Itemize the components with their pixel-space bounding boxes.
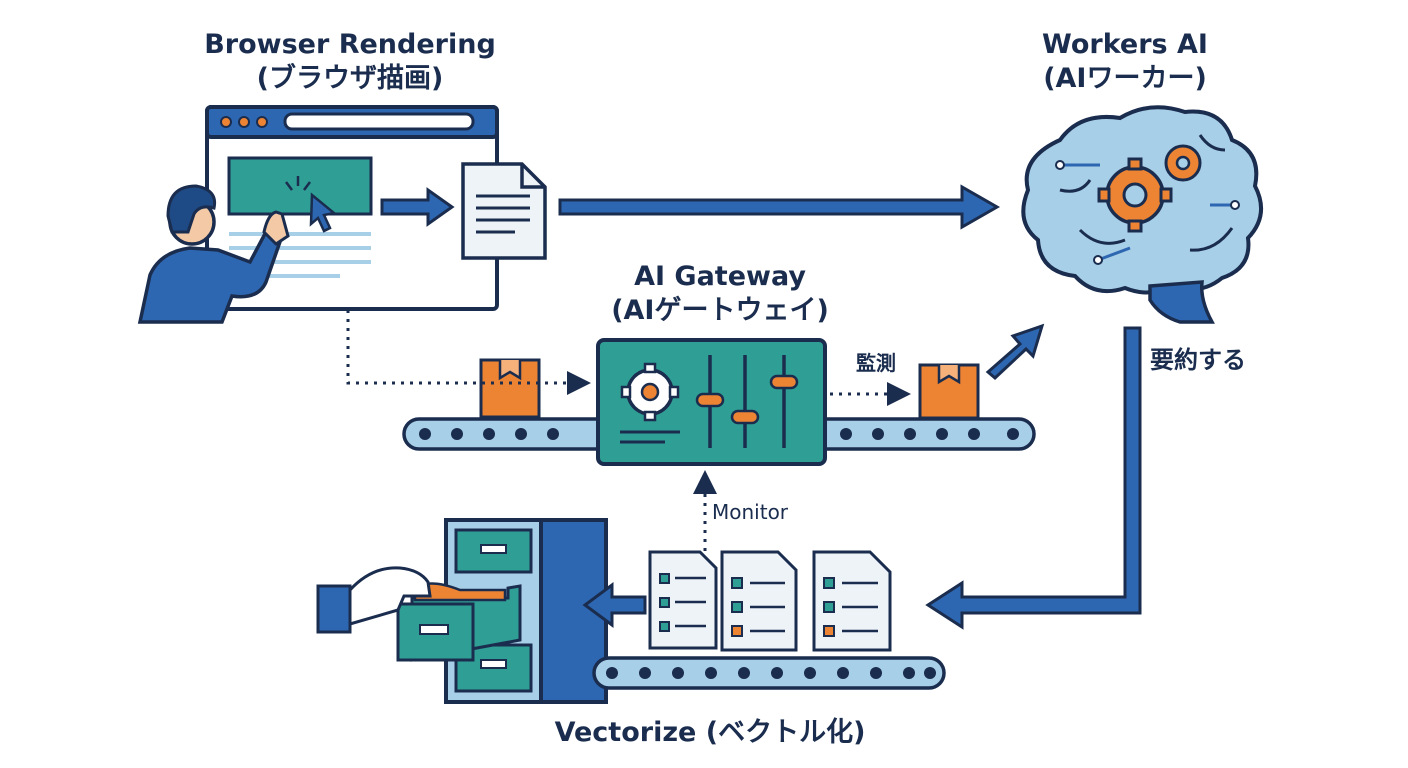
slider-controls-icon	[695, 355, 799, 448]
ai-gateway-subtitle: (AIゲートウェイ)	[611, 294, 829, 326]
summarize-label: 要約する	[1150, 346, 1246, 374]
checklist-document-icon	[812, 550, 892, 652]
brain-gears-icon	[1021, 105, 1264, 324]
package-box-icon	[479, 358, 541, 419]
vectorize-label: Vectorize (ベクトル化)	[554, 717, 866, 748]
gateway-panel	[596, 338, 827, 466]
browser-rendering-label: Browser Rendering (ブラウザ描画)	[170, 28, 530, 96]
file-cabinet-icon	[396, 518, 608, 704]
ai-gateway-label: AI Gateway (AIゲートウェイ)	[540, 260, 900, 328]
checklist-document-icon	[720, 550, 798, 652]
hand-icon	[316, 566, 432, 634]
monitor-jp-label: 監測	[856, 351, 896, 375]
arrow-icon	[582, 582, 647, 628]
package-box-icon	[918, 363, 980, 420]
conveyor-belt-icon	[592, 656, 946, 690]
browser-rendering-title: Browser Rendering	[204, 29, 496, 60]
monitor-label: Monitor	[712, 500, 789, 524]
arrow-icon	[558, 184, 1001, 230]
arrow-icon	[380, 187, 455, 227]
arrow-icon	[985, 323, 1045, 381]
workers-ai-label: Workers AI (AIワーカー)	[990, 28, 1260, 96]
checklist-document-icon	[648, 550, 718, 650]
workers-ai-title: Workers AI	[1042, 29, 1208, 60]
ai-gateway-title: AI Gateway	[634, 261, 806, 292]
arrow-icon	[925, 326, 1142, 630]
person-pointing-icon	[137, 184, 290, 324]
browser-rendering-subtitle: (ブラウザ描画)	[256, 62, 444, 94]
workers-ai-subtitle: (AIワーカー)	[1043, 62, 1207, 94]
document-icon	[461, 162, 547, 260]
gear-icon	[620, 362, 680, 422]
